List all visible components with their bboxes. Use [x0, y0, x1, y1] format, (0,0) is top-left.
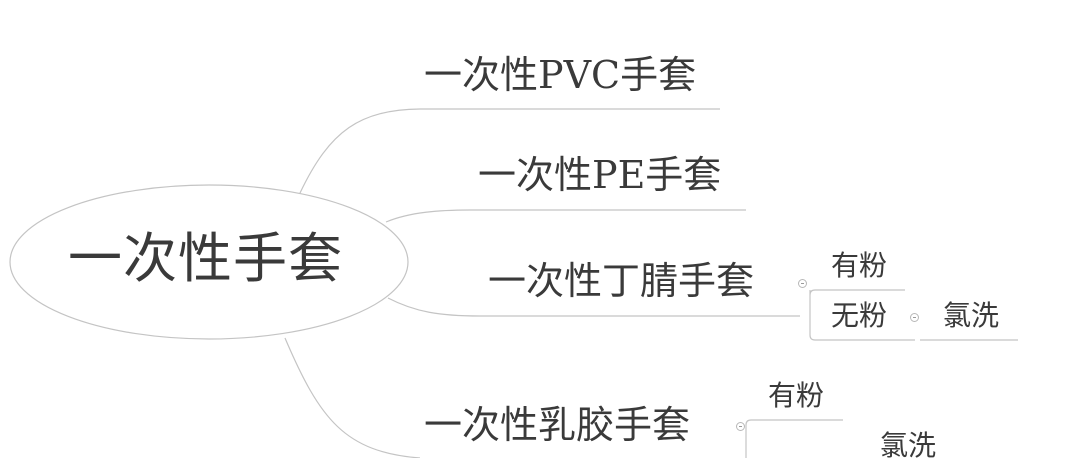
branch-connector-latex	[284, 337, 421, 458]
branch-latex-gloves[interactable]: 一次性乳胶手套	[424, 403, 691, 447]
branch-connector-pvc	[299, 108, 720, 194]
nitrile-powder-free[interactable]: 无粉	[831, 299, 888, 332]
latex-chlorinated[interactable]: 氯洗	[880, 429, 937, 462]
collapse-toggle-icon[interactable]	[736, 422, 745, 431]
branch-connector-nitrile	[387, 297, 800, 317]
subbranch-connector-latex	[745, 419, 843, 458]
branch-pe-gloves[interactable]: 一次性PE手套	[478, 153, 722, 197]
branch-connector-pe	[385, 209, 746, 223]
branch-nitrile-gloves[interactable]: 一次性丁腈手套	[488, 259, 755, 303]
branch-pvc-gloves[interactable]: 一次性PVC手套	[424, 53, 697, 97]
collapse-toggle-icon[interactable]	[798, 279, 807, 288]
nitrile-powdered[interactable]: 有粉	[831, 249, 888, 282]
root-node-ellipse[interactable]	[9, 184, 409, 340]
nitrile-chlorinated[interactable]: 氯洗	[943, 299, 1000, 332]
root-node-label[interactable]: 一次性手套	[68, 227, 343, 290]
latex-powdered[interactable]: 有粉	[768, 379, 825, 412]
subbranch-connector-nitrile	[809, 289, 915, 341]
collapse-toggle-icon[interactable]	[910, 313, 919, 322]
